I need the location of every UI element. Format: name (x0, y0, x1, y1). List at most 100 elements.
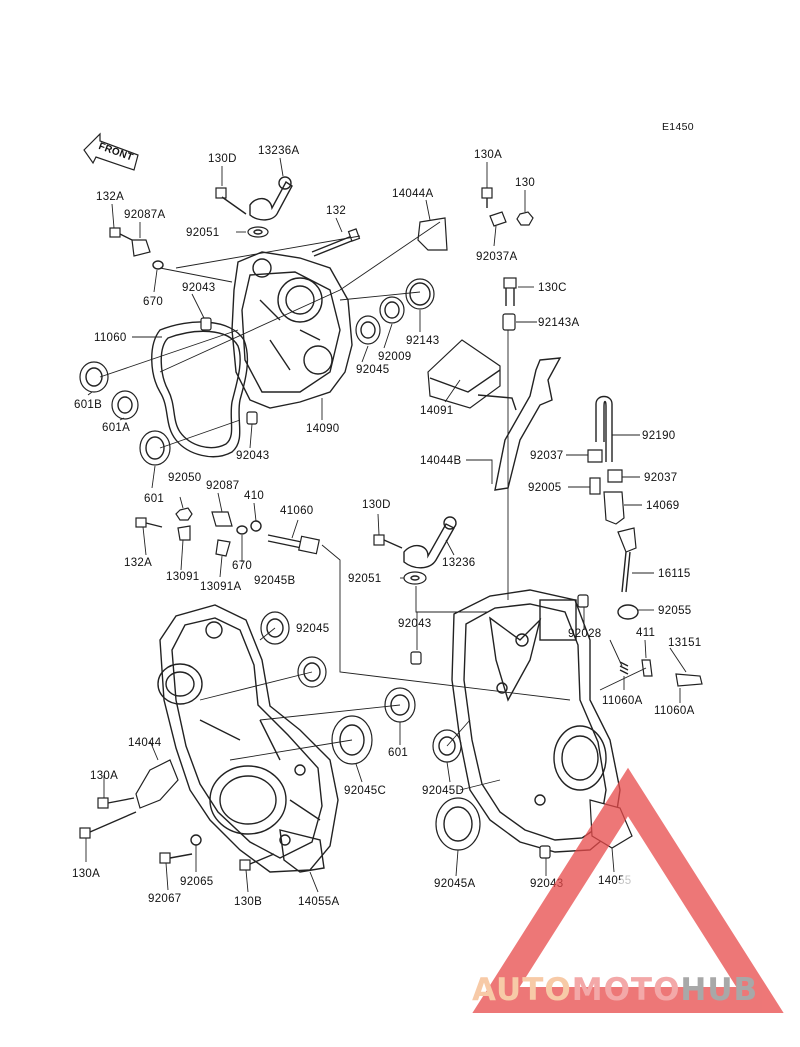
callout-13091A: 13091A (200, 581, 241, 593)
callout-92050: 92050 (168, 472, 201, 484)
callout-13236: 13236 (442, 557, 475, 569)
callout-92043-lower: 92043 (398, 618, 431, 630)
seal-601B-icon (79, 361, 109, 393)
cover-14091-icon (427, 339, 501, 409)
dowel-92043-bottom-icon (539, 845, 551, 859)
callout-14090: 14090 (306, 423, 339, 435)
bracket-14044-icon (135, 759, 179, 809)
callout-92055: 92055 (658, 605, 691, 617)
callout-130A-low: 130A (72, 868, 100, 880)
callout-130A-mid: 130A (90, 770, 118, 782)
callout-92045-lower: 92045 (296, 623, 329, 635)
washer-92065-icon (190, 834, 202, 846)
callout-14044A: 14044A (392, 188, 433, 200)
callout-11060A-right: 11060A (654, 705, 695, 717)
callout-labels: 130D 13236A 130A 130 132A 92087A 14044A … (72, 145, 701, 908)
bolt-130C-icon (503, 277, 517, 306)
lower-left-crankcase (157, 604, 339, 873)
plug-92087-icon (211, 511, 233, 527)
svg-text:AUTOMOTOHUB: AUTOMOTOHUB (472, 972, 758, 1008)
bolt-130B-icon (239, 853, 275, 871)
spring-11060A-icon (619, 661, 629, 675)
bolt-132A-lower-icon (135, 517, 163, 528)
callout-130B: 130B (234, 896, 262, 908)
callout-130C: 130C (538, 282, 567, 294)
callout-13236A: 13236A (258, 145, 299, 157)
callout-601-upper: 601 (144, 493, 164, 505)
cover-14055A-icon (279, 829, 325, 873)
callout-92045B: 92045B (254, 575, 295, 587)
callout-92028: 92028 (568, 628, 601, 640)
dowel-92043-mid-icon (246, 411, 258, 425)
callout-92065: 92065 (180, 876, 213, 888)
callout-92045A: 92045A (434, 878, 475, 890)
callout-92037-right: 92037 (644, 472, 677, 484)
callout-14055A: 14055A (298, 896, 339, 908)
clamp-92037A-icon (489, 211, 507, 227)
callout-670-upper: 670 (143, 296, 163, 308)
bracket-14044B-icon (477, 357, 562, 491)
dowel-92043-lower-icon (410, 651, 422, 665)
ring-92143-icon (405, 278, 435, 310)
upper-crankcase-cover (231, 251, 353, 409)
watermark-text-hub: HUB (680, 972, 758, 1008)
callout-92045C: 92045C (344, 785, 386, 797)
oring-670-lower-icon (236, 525, 248, 535)
callout-14044B: 14044B (420, 455, 461, 467)
callout-41060: 41060 (280, 505, 313, 517)
callout-601-lower: 601 (388, 747, 408, 759)
callout-92043-upper: 92043 (182, 282, 215, 294)
clamp-92037-right-icon (607, 469, 623, 483)
leader-lines (85, 157, 687, 893)
callout-132: 132 (326, 205, 346, 217)
oring-670-upper-icon (152, 260, 164, 270)
seal-601A-icon (111, 390, 139, 420)
callout-92143: 92143 (406, 335, 439, 347)
watermark-text-auto: AUTO (472, 972, 572, 1008)
plate-13091-icon (177, 525, 191, 541)
dowel-92043-upper-icon (200, 317, 212, 331)
callout-92067: 92067 (148, 893, 181, 905)
callout-411: 411 (636, 627, 655, 639)
callout-92043-mid: 92043 (236, 450, 269, 462)
callout-601B: 601B (74, 399, 102, 411)
callout-11060A-left: 11060A (602, 695, 643, 707)
bolt-130D-lower-icon (373, 534, 403, 549)
oring-92055-icon (617, 604, 639, 620)
front-arrow-icon: FRONT (83, 132, 139, 171)
callout-14091: 14091 (420, 405, 453, 417)
callout-130D-upper: 130D (208, 153, 237, 165)
callout-130A-upper: 130A (474, 149, 502, 161)
breather-14069-icon (603, 491, 625, 525)
bearing-92009-icon (379, 296, 405, 324)
bearing-92045-upper-icon (355, 315, 381, 345)
callout-601A: 601A (102, 422, 130, 434)
callout-132A-lower: 132A (124, 557, 152, 569)
callout-130: 130 (515, 177, 535, 189)
bearing-601-upper-icon (139, 430, 171, 466)
callout-16115: 16115 (658, 568, 691, 580)
plate-13091A-icon (215, 539, 231, 557)
shaft-41060-icon (267, 534, 320, 555)
bracket-13236-icon (403, 516, 457, 569)
plug-411-icon (641, 659, 653, 677)
plug-92087A-icon (131, 239, 151, 257)
callout-92009: 92009 (378, 351, 411, 363)
nut-92050-icon (175, 507, 193, 521)
callout-92087: 92087 (206, 480, 239, 492)
washer-92051-upper-icon (247, 226, 269, 238)
callout-14044: 14044 (128, 737, 162, 749)
callout-92037A: 92037A (476, 251, 517, 263)
callout-11060: 11060 (94, 332, 127, 344)
bearing-92045A-icon (435, 797, 481, 851)
callout-92190: 92190 (642, 430, 675, 442)
washer-92051-lower-icon (403, 571, 427, 585)
dipstick-16115-icon (617, 527, 637, 593)
upper-cover-gasket (151, 321, 249, 458)
bolt-130A-low-icon (79, 811, 137, 839)
fitting-92005-icon (589, 477, 601, 495)
hose-92190-icon (595, 395, 613, 462)
bracket-13236A-icon (249, 176, 293, 221)
clamp-92037-left-icon (587, 449, 603, 463)
